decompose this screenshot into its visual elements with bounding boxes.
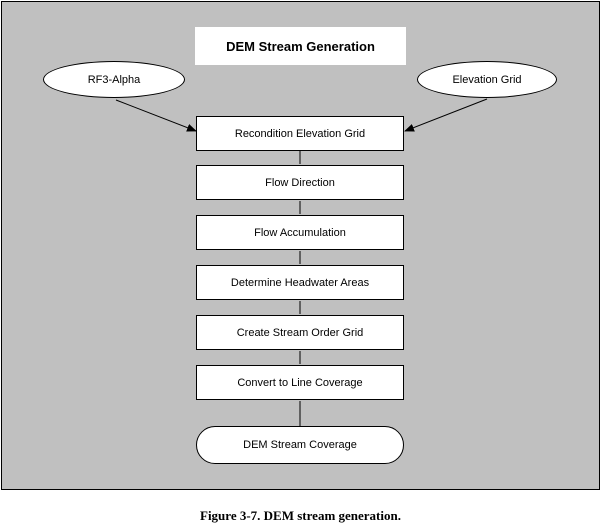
input-elevation-grid: Elevation Grid bbox=[417, 61, 557, 98]
step-create-stream-order-grid: Create Stream Order Grid bbox=[196, 315, 404, 350]
arrow-rf3-to-recondition bbox=[115, 99, 197, 132]
output-dem-stream-coverage: DEM Stream Coverage bbox=[196, 426, 404, 464]
step-flow-direction: Flow Direction bbox=[196, 165, 404, 200]
figure-caption: Figure 3-7. DEM stream generation. bbox=[200, 508, 401, 523]
input-rf3-alpha: RF3-Alpha bbox=[43, 61, 185, 98]
step-convert-to-line-coverage: Convert to Line Coverage bbox=[196, 365, 404, 400]
step-flow-accumulation: Flow Accumulation bbox=[196, 215, 404, 250]
arrow-elevation-to-recondition bbox=[404, 98, 488, 132]
step-determine-headwater-areas: Determine Headwater Areas bbox=[196, 265, 404, 300]
diagram-title: DEM Stream Generation bbox=[195, 27, 406, 65]
step-recondition-elevation-grid: Recondition Elevation Grid bbox=[196, 116, 404, 151]
